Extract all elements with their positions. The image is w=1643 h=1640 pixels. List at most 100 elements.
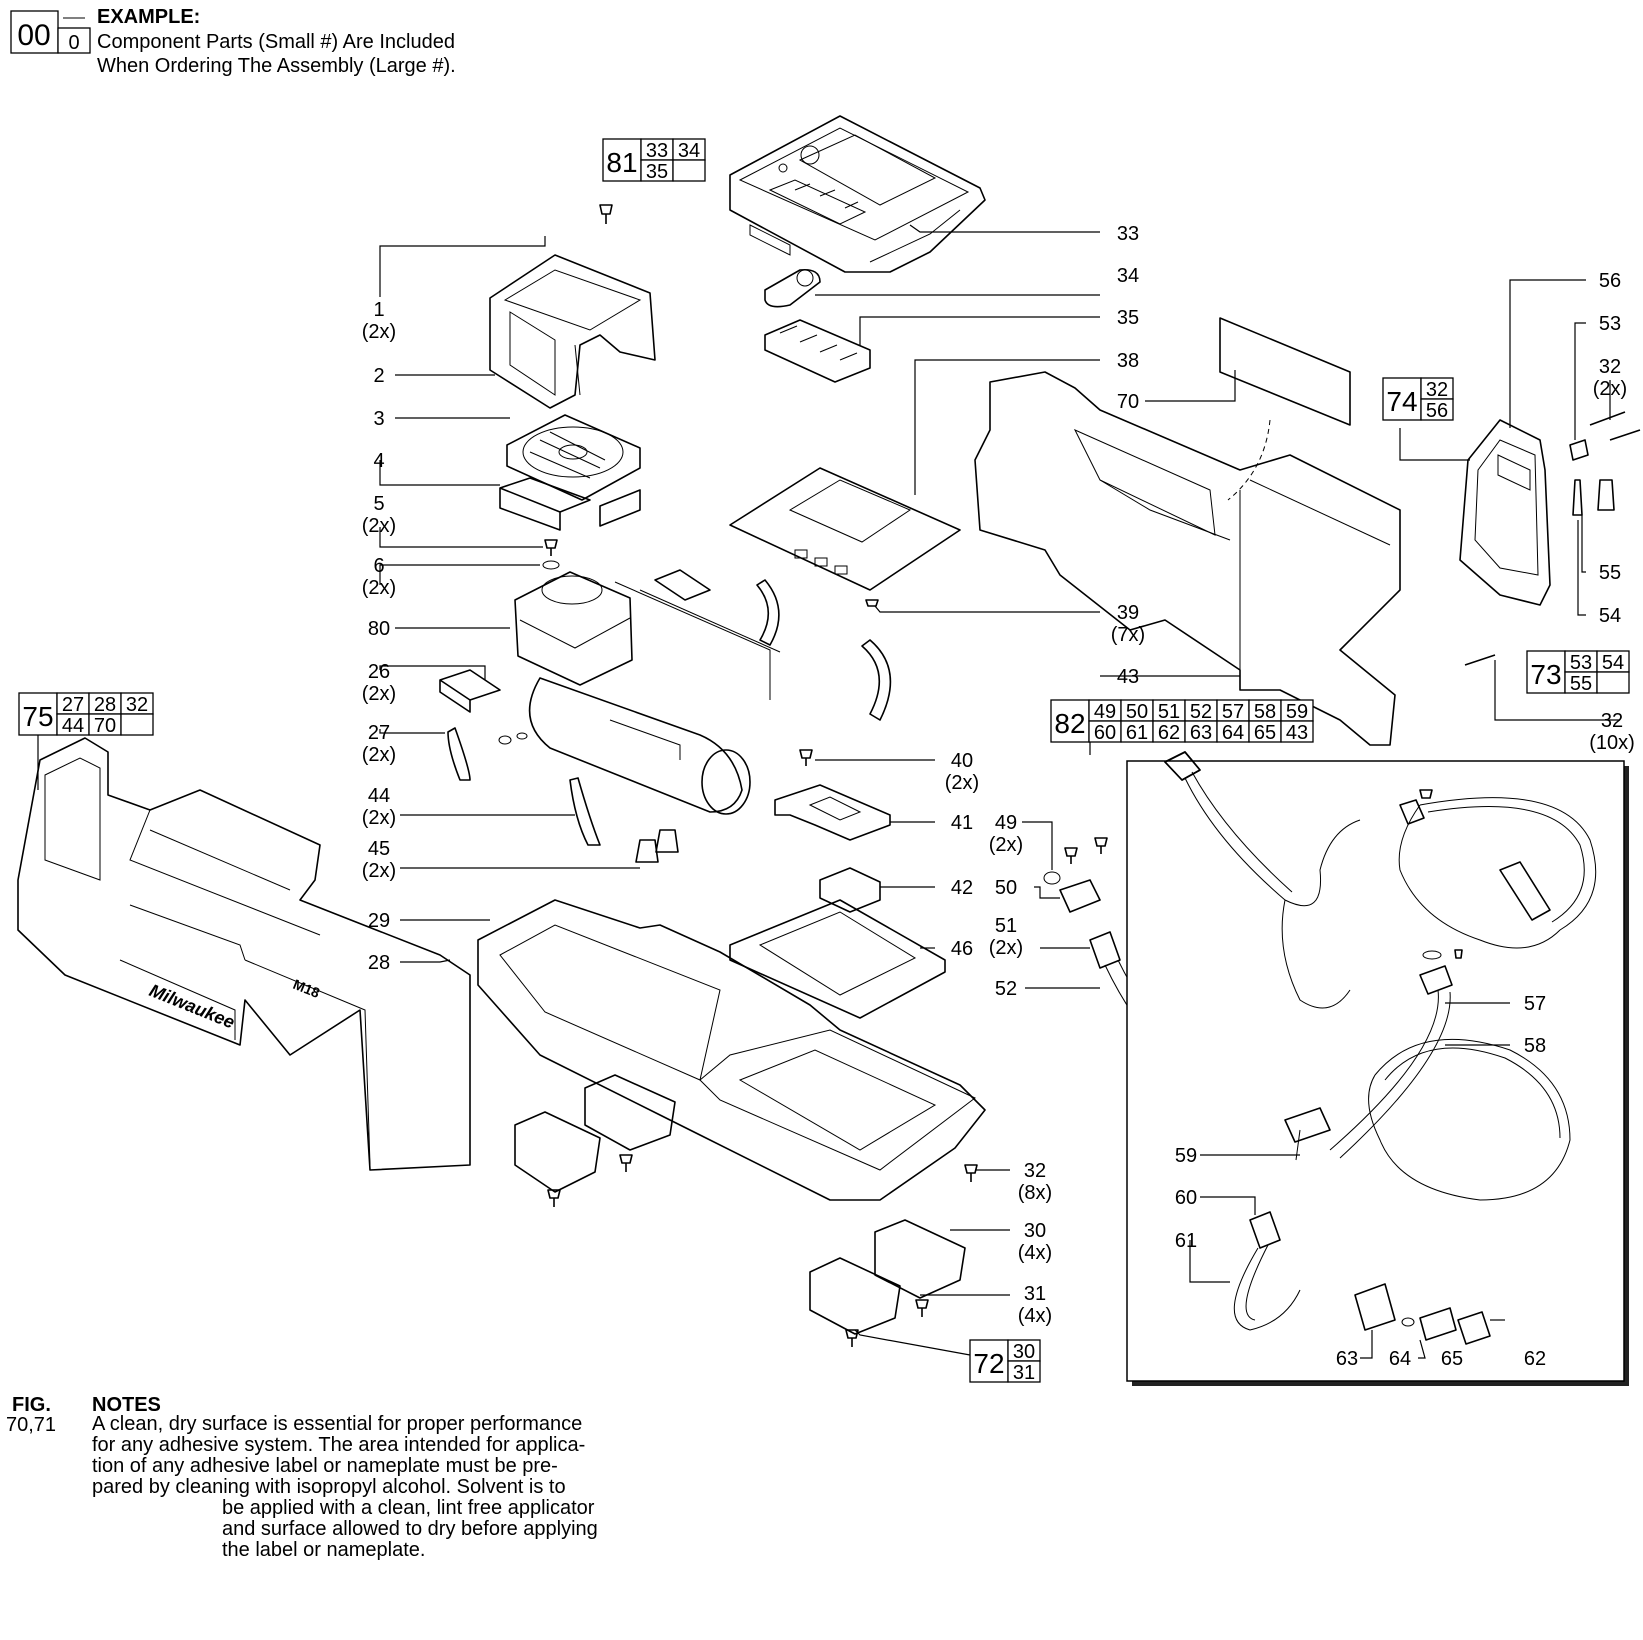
- callout-number: 28: [368, 952, 390, 974]
- note-line-2: for any adhesive system. The area intend…: [92, 1434, 586, 1456]
- fan-shroud-drawing: [489, 254, 656, 409]
- callout-quantity: (2x): [945, 772, 979, 794]
- callout-number: 70: [1117, 391, 1139, 413]
- assembly-part: 51: [1158, 701, 1180, 723]
- callout-number: 54: [1599, 605, 1621, 627]
- callout-quantity: (2x): [362, 860, 396, 882]
- strap-drawing: [447, 579, 892, 846]
- assembly-part: 58: [1254, 701, 1276, 723]
- callout-number: 80: [368, 618, 390, 640]
- damper-pad-drawing: [439, 569, 711, 713]
- example-title: EXAMPLE:: [97, 6, 201, 28]
- assembly-number: 74: [1386, 386, 1417, 417]
- callout-number: 32: [1024, 1160, 1046, 1182]
- assembly-part: 56: [1426, 400, 1448, 422]
- keypad-drawing: [764, 319, 871, 383]
- callout-number: 4: [373, 450, 384, 472]
- callout-number: 1: [373, 299, 384, 321]
- hose-inset-drawing: [1164, 751, 1597, 1345]
- callout-quantity: (2x): [362, 744, 396, 766]
- callout-number: 34: [1117, 265, 1139, 287]
- callout-quantity: (2x): [362, 577, 396, 599]
- callout-quantity: (2x): [362, 321, 396, 343]
- assembly-box-74: 74 32 56: [1382, 377, 1454, 422]
- hose-inset-frame: [1126, 760, 1629, 1386]
- assembly-part: 32: [126, 694, 148, 716]
- main-housing-drawing: [17, 737, 471, 1171]
- callout-number: 43: [1117, 666, 1139, 688]
- assembly-part: 52: [1190, 701, 1212, 723]
- assembly-number: 72: [973, 1348, 1004, 1379]
- callout-number: 64: [1389, 1348, 1411, 1370]
- assembly-number: 82: [1054, 708, 1085, 739]
- callout-quantity: (7x): [1111, 624, 1145, 646]
- callout-number: 2: [373, 365, 384, 387]
- callout-quantity: (4x): [1018, 1242, 1052, 1264]
- foam-pad-drawing: [499, 477, 641, 531]
- brand-mark-milwaukee: Milwaukee: [147, 980, 238, 1032]
- callout-number: 63: [1336, 1348, 1358, 1370]
- assembly-number: 75: [22, 701, 53, 732]
- assembly-part: 59: [1286, 701, 1308, 723]
- callout-number: 31: [1024, 1283, 1046, 1305]
- callout-number: 56: [1599, 270, 1621, 292]
- assembly-box-81: 81 33 34 35: [602, 138, 706, 183]
- callout-number: 33: [1117, 223, 1139, 245]
- assembly-part: 54: [1602, 652, 1624, 674]
- battery-cover-drawing: [1459, 419, 1551, 606]
- callout-number: 41: [951, 812, 973, 834]
- callout-number: 45: [368, 838, 390, 860]
- circuit-board-drawing: [729, 467, 961, 591]
- assembly-part: 43: [1286, 722, 1308, 744]
- control-panel-cover-drawing: [729, 115, 986, 273]
- callout-number: 32: [1599, 356, 1621, 378]
- callout-number: 62: [1524, 1348, 1546, 1370]
- assembly-part: 30: [1013, 1341, 1035, 1363]
- callout-labels: 1 (2x) 2 3 4 5 (2x) 6 (2x) 80 26 (2x) 27…: [362, 223, 1635, 1370]
- callout-quantity: (10x): [1589, 732, 1635, 754]
- assembly-part: 50: [1126, 701, 1148, 723]
- assembly-box-75: 75 27 28 32 44 70: [18, 692, 154, 737]
- example-assembly-box: 00 0: [10, 10, 91, 54]
- callout-number: 59: [1175, 1145, 1197, 1167]
- screw-washer-drawing: [542, 539, 560, 570]
- example-large-number: 00: [17, 19, 50, 52]
- screw-31-drawing: [547, 1154, 978, 1347]
- callout-number: 38: [1117, 350, 1139, 372]
- assembly-part: 49: [1094, 701, 1116, 723]
- callout-number: 55: [1599, 562, 1621, 584]
- valve-parts-drawing: [1464, 411, 1641, 666]
- assembly-part: 33: [646, 140, 668, 162]
- note-line-3: tion of any adhesive label or nameplate …: [92, 1455, 558, 1477]
- assembly-part: 44: [62, 715, 84, 737]
- assembly-part: 35: [646, 161, 668, 183]
- callout-number: 61: [1175, 1230, 1197, 1252]
- assembly-box-82: 82 49 50 51 52 57 58 59 60 61 62 63 64 6…: [1050, 699, 1314, 744]
- assembly-part: 60: [1094, 722, 1116, 744]
- top-screw-drawing: [599, 204, 613, 224]
- note-line-1: A clean, dry surface is essential for pr…: [92, 1413, 583, 1435]
- callout-number: 30: [1024, 1220, 1046, 1242]
- assembly-part: 55: [1570, 673, 1592, 695]
- callout-number: 3: [373, 408, 384, 430]
- note-line-5: be applied with a clean, lint free appli…: [222, 1497, 595, 1519]
- callout-number: 51: [995, 915, 1017, 937]
- note-line-7: the label or nameplate.: [222, 1539, 426, 1561]
- brand-mark-m18: M18: [291, 976, 322, 1001]
- callout-number: 29: [368, 910, 390, 932]
- assembly-box-73: 73 53 54 55: [1526, 650, 1630, 695]
- assembly-part: 62: [1158, 722, 1180, 744]
- note-line-4: pared by cleaning with isopropyl alcohol…: [92, 1476, 566, 1498]
- assembly-part: 61: [1126, 722, 1148, 744]
- assembly-part: 27: [62, 694, 84, 716]
- callout-number: 57: [1524, 993, 1546, 1015]
- callout-number: 46: [951, 938, 973, 960]
- callout-number: 39: [1117, 602, 1139, 624]
- callout-number: 32: [1601, 710, 1623, 732]
- callout-quantity: (2x): [362, 515, 396, 537]
- fig-heading: FIG.: [12, 1394, 51, 1416]
- callout-number: 44: [368, 785, 390, 807]
- note-line-6: and surface allowed to dry before applyi…: [222, 1518, 598, 1540]
- assembly-part: 28: [94, 694, 116, 716]
